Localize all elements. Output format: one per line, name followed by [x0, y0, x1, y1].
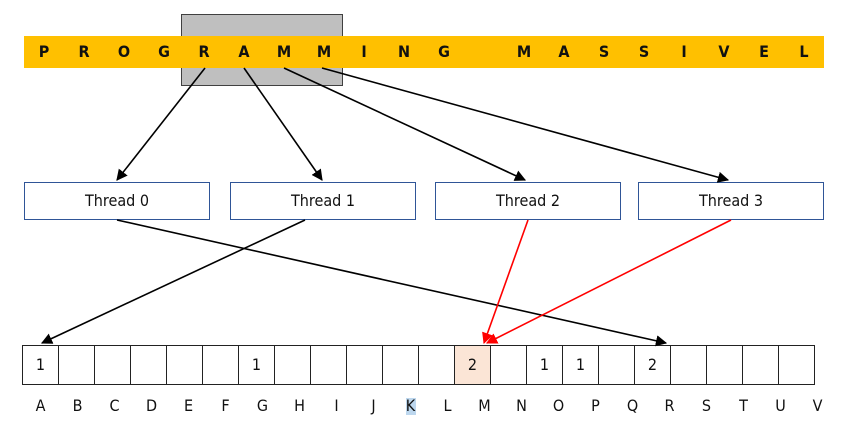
- thread-3-label: Thread 3: [698, 191, 764, 210]
- histogram-cell-b: [59, 345, 95, 385]
- histogram-cell-r: 2: [635, 345, 671, 385]
- arrow-thread-3-to-m: [485, 219, 732, 344]
- histogram-cell-o: 1: [527, 345, 563, 385]
- histogram-label-k: K: [392, 396, 429, 415]
- strip-letter: R: [198, 42, 210, 61]
- histogram-cell-u: [743, 345, 779, 385]
- strip-letter: V: [718, 42, 730, 61]
- histogram-cell-n: [491, 345, 527, 385]
- strip-letter: M: [276, 42, 292, 61]
- histogram-cell-m: 2: [455, 345, 491, 385]
- arrow-m-to-thread-2: [283, 67, 527, 181]
- histogram-label-l: L: [443, 396, 452, 415]
- strip-letter: M: [516, 42, 532, 61]
- strip-letter: I: [361, 42, 367, 61]
- thread-1-label: Thread 1: [290, 191, 356, 210]
- histogram-label-t: T: [739, 396, 748, 415]
- histogram-label-m: M: [478, 396, 491, 415]
- arrow-thread-0-to-r: [116, 219, 668, 347]
- histogram-cell-h: [275, 345, 311, 385]
- strip-letter: G: [158, 42, 170, 61]
- arrow-thread-2-to-m: [482, 219, 529, 345]
- input-string-strip: [24, 36, 824, 68]
- histogram-cell-d: [131, 345, 167, 385]
- histogram-cell-s: [671, 345, 707, 385]
- thread-2-box: Thread 2: [435, 182, 621, 220]
- histogram-label-r: R: [664, 396, 675, 415]
- histogram-label-n: N: [516, 396, 527, 415]
- strip-letter: A: [558, 42, 570, 61]
- histogram-label-g: G: [256, 396, 269, 415]
- histogram-label-j: J: [371, 396, 376, 415]
- histogram-cell-g: 1: [239, 345, 275, 385]
- histogram-cell-p: 1: [563, 345, 599, 385]
- histogram-cell-l: [419, 345, 455, 385]
- histogram-label-c: C: [109, 396, 120, 415]
- arrow-m-to-thread-3: [321, 67, 730, 183]
- histogram-label-o: O: [552, 396, 565, 415]
- strip-letter: S: [638, 42, 650, 61]
- histogram-cell-t: [707, 345, 743, 385]
- thread-2-label: Thread 2: [495, 191, 561, 210]
- strip-letter: M: [316, 42, 332, 61]
- histogram-label-v: V: [812, 396, 823, 415]
- strip-letter: S: [598, 42, 610, 61]
- strip-letter: L: [799, 42, 809, 61]
- thread-3-box: Thread 3: [638, 182, 824, 220]
- histogram-label-p: P: [591, 396, 600, 415]
- histogram-cell-a: 1: [23, 345, 59, 385]
- histogram-cell-c: [95, 345, 131, 385]
- strip-letter: A: [238, 42, 250, 61]
- histogram-label-i: I: [334, 396, 339, 415]
- histogram-cell-i: [311, 345, 347, 385]
- strip-letter: E: [759, 42, 769, 61]
- strip-letter: N: [397, 42, 411, 61]
- strip-letter: I: [681, 42, 687, 61]
- histogram-cell-j: [347, 345, 383, 385]
- histogram-cell-v: [779, 345, 815, 385]
- strip-letter: O: [117, 42, 131, 61]
- histogram-cell-e: [167, 345, 203, 385]
- histogram-label-a: A: [35, 396, 46, 415]
- strip-letter: G: [438, 42, 450, 61]
- strip-letter: P: [38, 42, 50, 61]
- histogram-label-b: B: [72, 396, 83, 415]
- histogram-cell-q: [599, 345, 635, 385]
- histogram-label-u: U: [775, 396, 786, 415]
- histogram-cell-f: [203, 345, 239, 385]
- arrow-thread-1-to-a: [40, 219, 306, 344]
- arrow-r-to-thread-0: [116, 67, 206, 181]
- histogram-cell-k: [383, 345, 419, 385]
- histogram-label-d: D: [145, 396, 158, 415]
- histogram-label-h: H: [294, 396, 305, 415]
- strip-letter: R: [78, 42, 90, 61]
- arrow-a-to-thread-1: [243, 67, 323, 181]
- histogram-label-q: Q: [626, 396, 639, 415]
- thread-0-label: Thread 0: [84, 191, 150, 210]
- thread-1-box: Thread 1: [230, 182, 416, 220]
- histogram-label-e: E: [183, 396, 194, 415]
- thread-0-box: Thread 0: [24, 182, 210, 220]
- histogram-label-s: S: [701, 396, 712, 415]
- histogram-label-f: F: [221, 396, 230, 415]
